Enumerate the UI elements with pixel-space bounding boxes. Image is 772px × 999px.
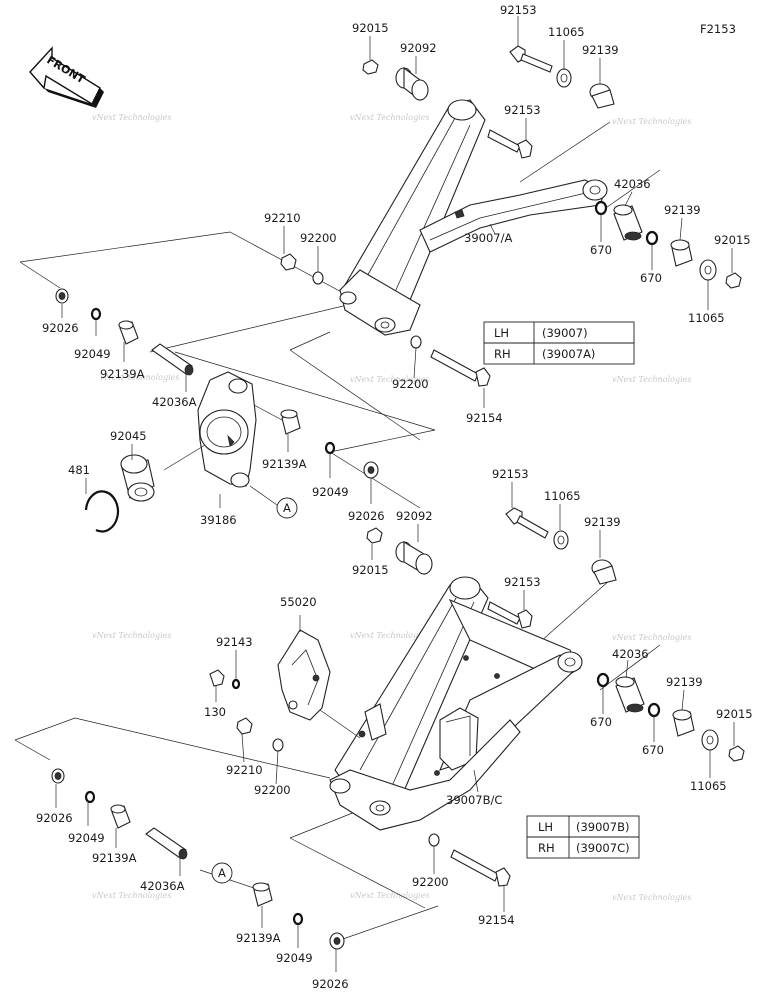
part-label: 92154 xyxy=(478,913,515,927)
part-label: 92139A xyxy=(236,931,281,945)
part-label: 92200 xyxy=(392,377,429,391)
table-row-part: (39007C) xyxy=(576,841,630,855)
part-label: 11065 xyxy=(544,489,581,503)
part-label: 92026 xyxy=(312,977,349,991)
part-label: 92049 xyxy=(74,347,111,361)
part-label: 55020 xyxy=(280,595,317,609)
figure-code: F2153 xyxy=(700,22,736,36)
svg-text:vNext Technologies: vNext Technologies xyxy=(350,891,429,900)
svg-text:vNext Technologies: vNext Technologies xyxy=(350,375,429,384)
lower-arm-assembly xyxy=(329,576,583,831)
part-label: 92015 xyxy=(352,563,389,577)
part-label: 670 xyxy=(590,715,612,729)
svg-text:A: A xyxy=(283,501,291,515)
part-label: 39007/A xyxy=(464,231,512,245)
part-label: 92153 xyxy=(492,467,529,481)
table-row-part: (39007A) xyxy=(542,347,595,361)
part-labels: 92015 92092 92153 11065 92139 92153 4203… xyxy=(36,3,753,991)
part-label: 92026 xyxy=(36,811,73,825)
part-label: 92049 xyxy=(68,831,105,845)
part-label: 481 xyxy=(68,463,90,477)
front-arrow-icon: FRONT xyxy=(29,46,104,108)
part-label: 92200 xyxy=(300,231,337,245)
guide-lines-lower xyxy=(14,579,661,941)
part-label: 11065 xyxy=(690,779,727,793)
lower-hardware xyxy=(51,507,745,950)
part-label: 92210 xyxy=(264,211,301,225)
part-label: 92015 xyxy=(714,233,751,247)
guard-plate xyxy=(277,615,361,739)
part-label: 39007B/C xyxy=(446,793,502,807)
table-row-side: RH xyxy=(538,841,555,855)
part-label: 92210 xyxy=(226,763,263,777)
part-label: 670 xyxy=(642,743,664,757)
part-label: 92139A xyxy=(262,457,307,471)
svg-text:vNext Technologies: vNext Technologies xyxy=(92,113,171,122)
part-label: 92026 xyxy=(348,509,385,523)
part-label: 92143 xyxy=(216,635,253,649)
svg-text:vNext Technologies: vNext Technologies xyxy=(92,631,171,640)
svg-text:A: A xyxy=(218,866,226,880)
part-label: 92139 xyxy=(582,43,619,57)
part-label: 11065 xyxy=(548,25,585,39)
table-row-side: RH xyxy=(494,347,511,361)
svg-text:vNext Technologies: vNext Technologies xyxy=(612,117,691,126)
knuckle-assembly xyxy=(55,288,379,533)
table-row-part: (39007B) xyxy=(576,820,629,834)
watermarks: vNext Technologies vNext Technologies vN… xyxy=(92,113,691,902)
part-label: 11065 xyxy=(688,311,725,325)
part-label: 92139A xyxy=(92,851,137,865)
label-leaders xyxy=(55,16,735,972)
callout-a-upper: A xyxy=(276,497,298,519)
svg-text:vNext Technologies: vNext Technologies xyxy=(350,113,429,122)
callout-a-lower: A xyxy=(211,862,233,884)
part-label: 92026 xyxy=(42,321,79,335)
part-label: 92139 xyxy=(584,515,621,529)
part-label: 92139 xyxy=(664,203,701,217)
upper-hardware xyxy=(280,45,742,387)
part-label: 130 xyxy=(204,705,226,719)
part-label: 670 xyxy=(640,271,662,285)
spec-table-lower: LH (39007B) RH (39007C) xyxy=(526,815,640,859)
table-row-side: LH xyxy=(538,820,553,834)
part-label: 92154 xyxy=(466,411,503,425)
part-label: 42036A xyxy=(140,879,185,893)
part-label: 39186 xyxy=(200,513,237,527)
part-label: 92049 xyxy=(312,485,349,499)
svg-text:vNext Technologies: vNext Technologies xyxy=(612,893,691,902)
part-label: 92092 xyxy=(400,41,437,55)
part-label: 670 xyxy=(590,243,612,257)
table-row-side: LH xyxy=(494,326,509,340)
part-label: 92153 xyxy=(504,575,541,589)
part-label: 92049 xyxy=(276,951,313,965)
svg-text:vNext Technologies: vNext Technologies xyxy=(92,891,171,900)
guide-lines-upper xyxy=(19,121,661,509)
part-label: 92200 xyxy=(254,783,291,797)
part-label: 92200 xyxy=(412,875,449,889)
part-label: 92153 xyxy=(500,3,537,17)
part-label: 42036 xyxy=(614,177,651,191)
part-label: 92015 xyxy=(716,707,753,721)
part-label: 92139A xyxy=(100,367,145,381)
part-label: 92139 xyxy=(666,675,703,689)
svg-text:vNext Technologies: vNext Technologies xyxy=(612,375,691,384)
svg-text:vNext Technologies: vNext Technologies xyxy=(100,373,179,382)
table-row-part: (39007) xyxy=(542,326,588,340)
part-label: 42036A xyxy=(152,395,197,409)
part-label: 92015 xyxy=(352,21,389,35)
svg-text:vNext Technologies: vNext Technologies xyxy=(612,633,691,642)
part-label: 92045 xyxy=(110,429,147,443)
part-label: 92092 xyxy=(396,509,433,523)
spec-table-upper: LH (39007) RH (39007A) xyxy=(483,321,635,365)
svg-text:vNext Technologies: vNext Technologies xyxy=(350,631,429,640)
part-label: 42036 xyxy=(612,647,649,661)
upper-arm-assembly xyxy=(339,99,608,336)
part-label: 92153 xyxy=(504,103,541,117)
